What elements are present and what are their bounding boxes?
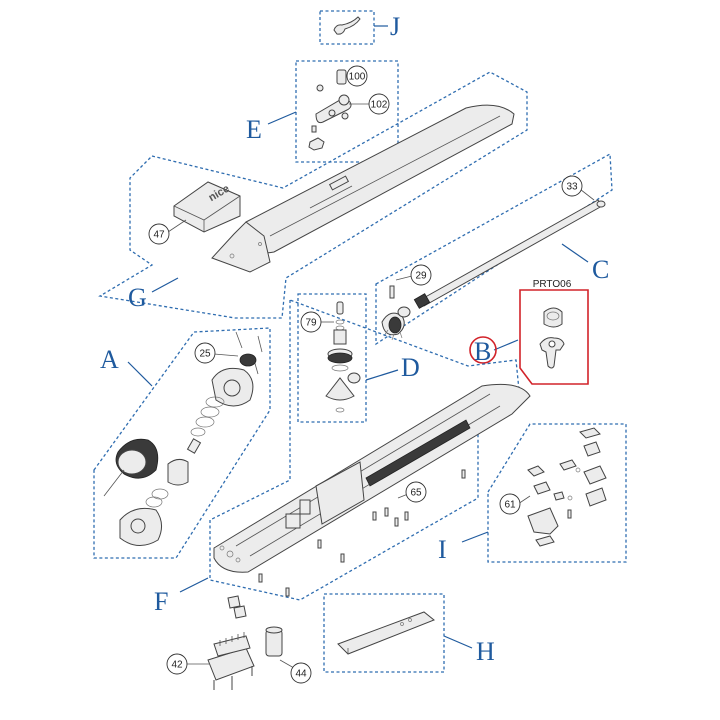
callout-102-circle [368,93,390,115]
part-screws [258,469,466,597]
part-key [333,16,361,35]
group-f-label: F [154,587,168,616]
callout-33-circle [561,175,583,197]
group-d-leader [365,369,399,381]
group-c-outline [375,152,613,346]
callout-65-circle [405,481,427,503]
callout-25-circle [194,342,216,364]
part-terminal-blocks [207,595,255,690]
group-g: nice 47 G [98,71,528,319]
group-c-label: C [592,255,609,284]
group-f: 65 F [154,299,531,616]
group-g-leader [151,277,179,293]
group-a-leader [127,361,153,387]
part-screw-shaft [381,199,606,341]
group-e-outline [295,60,399,163]
callout-65: 65 [410,488,422,499]
group-h-leader [443,635,473,649]
callout-47: 47 [153,230,165,241]
group-a-outline [93,327,271,559]
group-d-label: D [401,353,420,382]
group-e-leader [267,111,297,125]
callout-61: 61 [504,500,516,511]
group-b-outline [519,289,589,385]
callout-33: 33 [566,182,578,193]
group-f-outline [209,299,521,601]
callout-42-circle [166,653,188,675]
part-cover-plate [337,611,435,655]
part-capacitor [265,626,283,657]
part-limit-switches [527,427,607,547]
group-b-label: B [474,337,491,366]
callout-47-circle [148,223,170,245]
group-b-highlight-circle [469,336,497,364]
group-i-label: I [438,535,447,564]
group-h-label: H [476,637,495,666]
part-kit-brackets [539,307,565,369]
kit-label: PRTO06 [533,279,572,290]
group-d: 79 D [297,293,420,423]
group-h: H [323,593,495,673]
callout-79: 79 [305,318,317,329]
group-e: 100 102 E [246,60,399,163]
group-b: PRTO06 B [469,279,589,385]
callout-44: 44 [295,669,307,680]
callout-79-circle [300,311,322,333]
group-g-outline [98,71,528,319]
group-e-label: E [246,115,262,144]
callout-102: 102 [371,100,388,111]
group-f-leader [179,577,209,593]
group-a: 25 A [93,327,271,559]
group-i-leader [461,531,489,543]
callout-100: 100 [349,72,366,83]
callout-42: 42 [171,660,183,671]
part-cover-housing [211,104,515,273]
group-a-label: A [100,345,119,374]
part-release-lever [308,69,352,151]
group-c: 33 29 C [375,152,613,346]
group-i: 61 I [438,423,627,564]
part-cap-47: nice [173,181,241,233]
callout-100-circle [346,65,368,87]
group-g-label: G [128,283,147,312]
group-i-outline [487,423,627,563]
part-gear-stack [325,301,361,413]
part-motor-assembly [103,331,263,546]
group-c-leader [561,243,589,263]
callout-61-circle [499,493,521,515]
callout-29: 29 [415,271,427,282]
callout-25: 25 [199,349,211,360]
part-base-frame [213,383,531,573]
group-j: J [319,10,400,45]
group-d-outline [297,293,367,423]
group-b-leader [493,339,519,351]
callout-44-circle [290,662,312,684]
callout-29-circle [410,264,432,286]
group-j-label: J [390,12,400,41]
